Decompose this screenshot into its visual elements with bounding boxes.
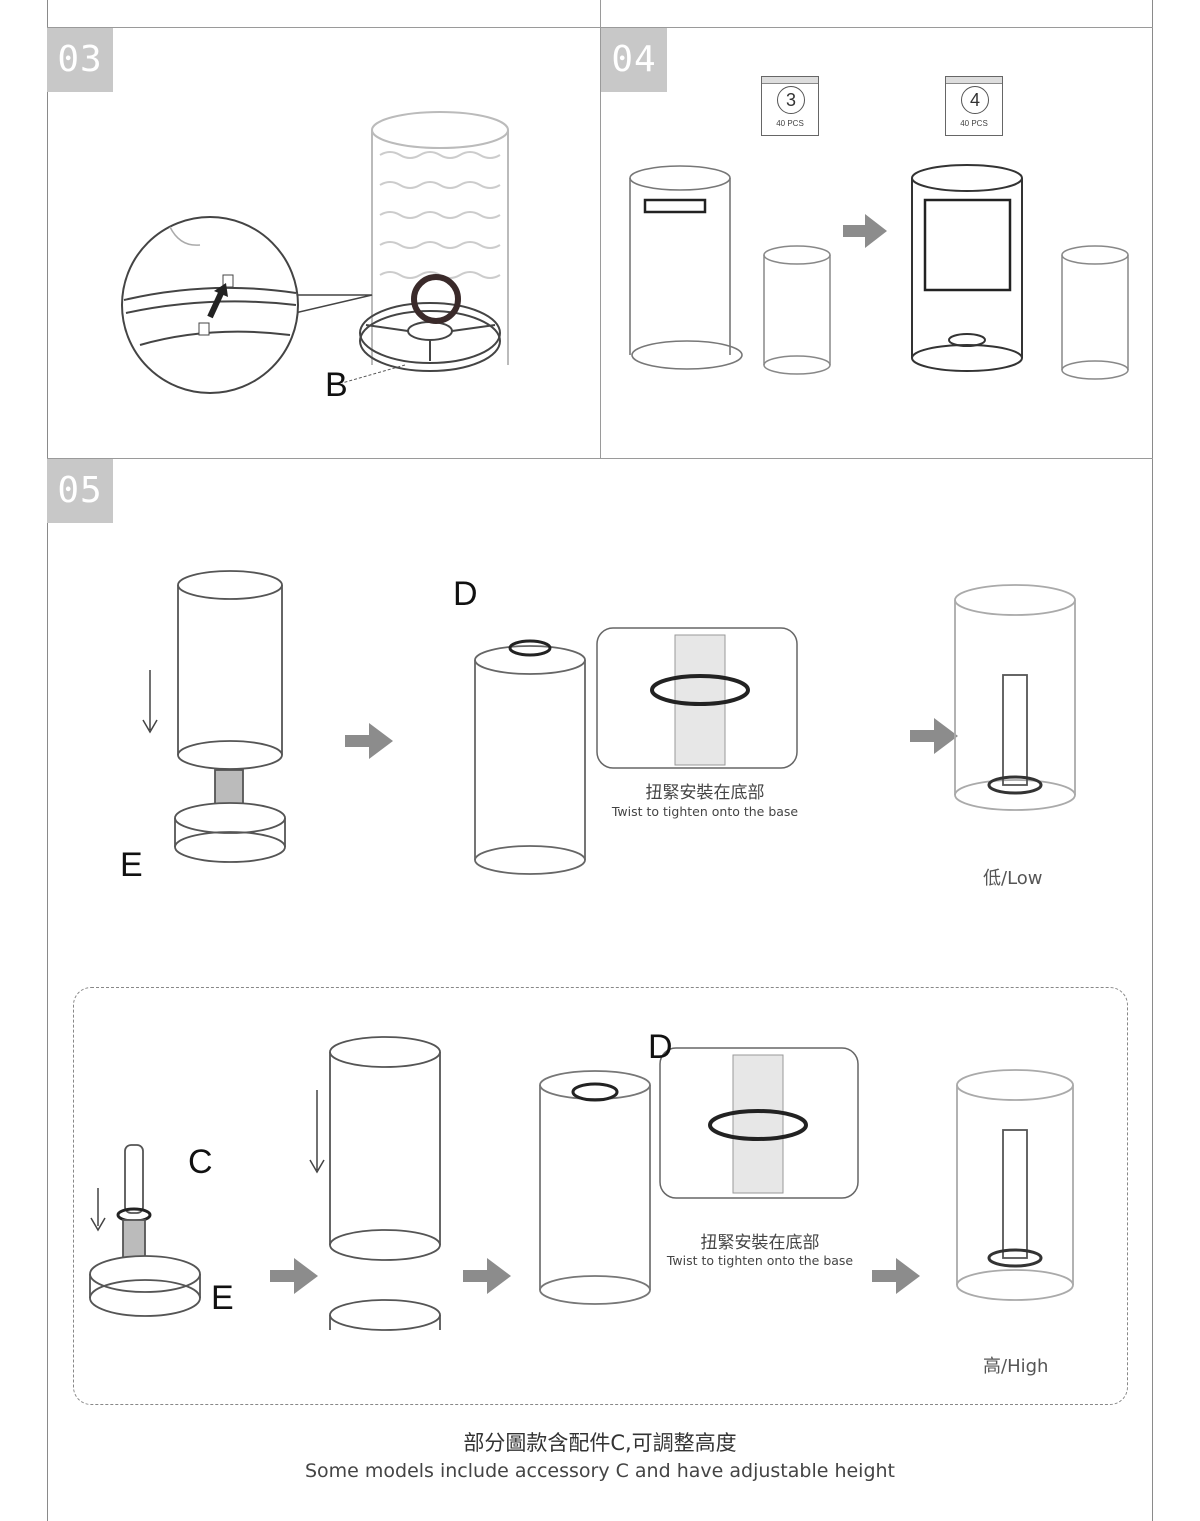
part-label-b: B xyxy=(325,366,348,404)
height-high-label: 高/High xyxy=(983,1356,1049,1377)
pack-number: 3 xyxy=(777,86,805,114)
twist-caption-en: Twist to tighten onto the base xyxy=(611,804,799,819)
part-label-c: C xyxy=(188,1143,213,1181)
step-05-badge: 05 xyxy=(47,459,113,523)
step-05-low-illustration xyxy=(142,570,1076,875)
part-label-d-high: D xyxy=(648,1028,673,1066)
page-frame xyxy=(47,0,1153,1521)
optional-accessory-box xyxy=(73,987,1128,1405)
twist-caption-zh: 扭緊安裝在底部 xyxy=(645,783,765,803)
height-low-label: 低/Low xyxy=(983,868,1043,889)
arrow-right-icon xyxy=(270,1258,318,1294)
footer-note-zh: 部分圖款含配件C,可調整高度 xyxy=(463,1431,737,1455)
arrow-right-icon xyxy=(872,1258,920,1294)
footer-note-en: Some models include accessory C and have… xyxy=(304,1460,896,1482)
arrow-right-icon xyxy=(345,723,393,759)
step-03-badge: 03 xyxy=(47,28,113,92)
part-label-d: D xyxy=(453,575,478,613)
step-05-high-illustration xyxy=(89,1036,1074,1331)
base-ring-b xyxy=(359,302,501,372)
part-label-e: E xyxy=(120,846,143,884)
step-03-illustration xyxy=(121,111,509,394)
highlight-circle xyxy=(411,274,461,324)
twist-caption-zh-high: 扭緊安裝在底部 xyxy=(700,1233,820,1253)
step-04-illustration xyxy=(629,164,1129,380)
pack-pieces: 40 PCS xyxy=(960,119,988,128)
puzzle-pack-3: 3 40 PCS xyxy=(761,76,819,136)
zoom-callout xyxy=(121,216,299,394)
arrow-right-icon xyxy=(843,214,887,248)
part-label-e-high: E xyxy=(211,1279,234,1317)
step-04-badge: 04 xyxy=(601,28,667,92)
middle-divider xyxy=(47,458,1153,459)
pack-number: 4 xyxy=(961,86,989,114)
twist-caption-en-high: Twist to tighten onto the base xyxy=(666,1253,854,1268)
puzzle-cylinder xyxy=(371,111,509,365)
step-divider-vertical xyxy=(600,0,601,458)
puzzle-pack-4: 4 40 PCS xyxy=(945,76,1003,136)
arrow-right-icon xyxy=(463,1258,511,1294)
pack-pieces: 40 PCS xyxy=(776,119,804,128)
